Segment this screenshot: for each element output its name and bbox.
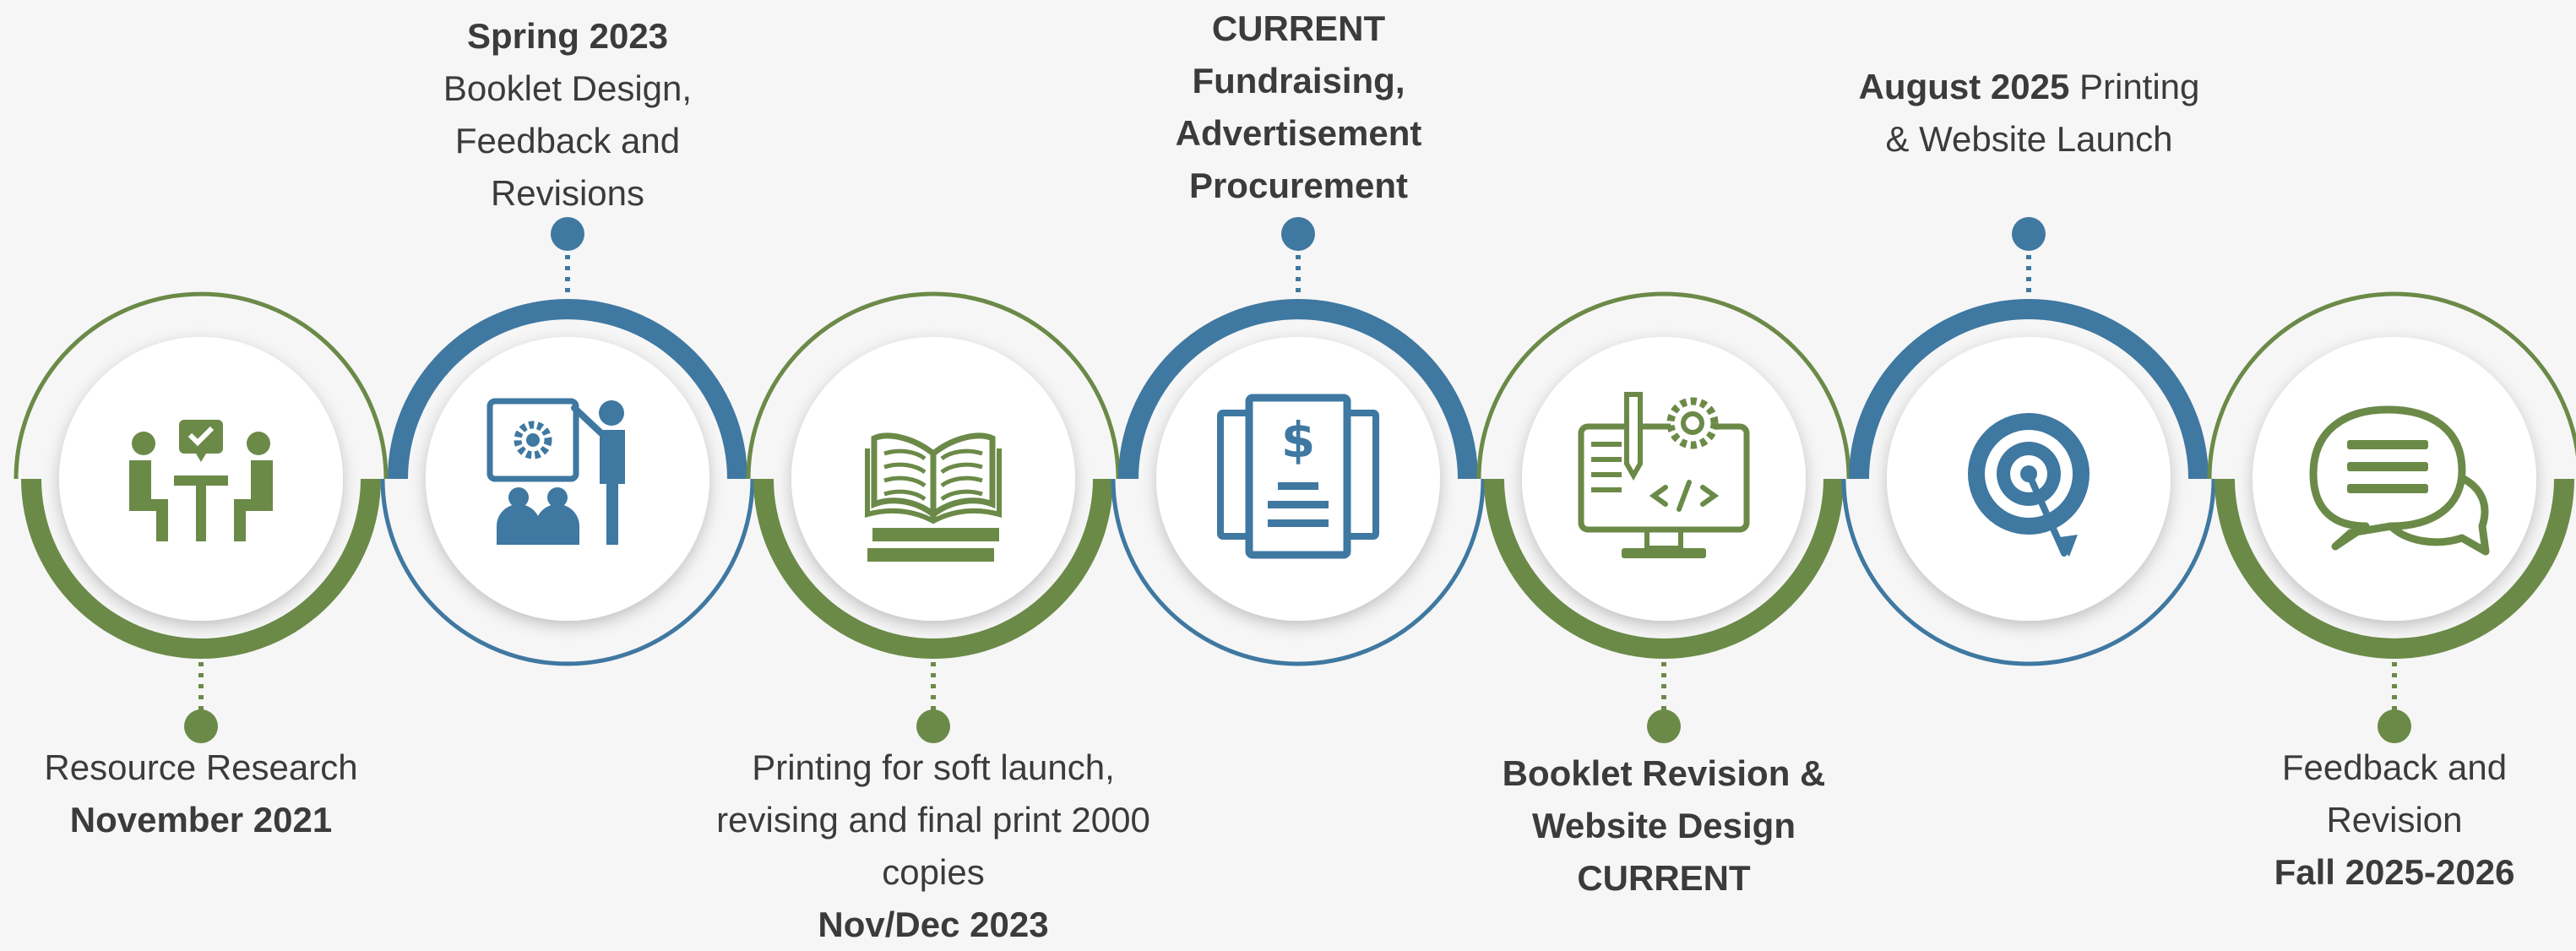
milestone-4-band [1118, 299, 1478, 479]
web-design-icon [1578, 392, 1750, 558]
open-book-icon [865, 432, 1002, 562]
milestone-5-dot [1647, 709, 1681, 743]
milestone-1-outline-arc [14, 291, 389, 480]
milestone-7-band [2215, 479, 2574, 659]
label-line: & Website Launch [1816, 113, 2242, 166]
milestone-6-dot [2012, 217, 2046, 251]
milestone-6-label: August 2025 Printing & Website Launch [1816, 61, 2242, 166]
chat-icon [2309, 405, 2490, 556]
label-line: Feedback and [365, 115, 770, 167]
label-text: Feedback and [454, 121, 681, 160]
milestone-4-dot [1281, 217, 1315, 251]
milestone-1-dot [184, 709, 218, 743]
label-line: Spring 2023 [365, 10, 770, 62]
label-text: Revision [2326, 800, 2463, 840]
milestone-5-outline-arc [1476, 291, 1851, 480]
label-text: Booklet Design, [443, 68, 693, 108]
milestone-3-band [753, 479, 1113, 659]
label-text: & Website Launch [1885, 119, 2173, 159]
label-line: revising and final print 2000 [676, 794, 1191, 846]
target-icon [1968, 413, 2090, 557]
milestone-1-band [21, 479, 381, 659]
label-emphasis: CURRENT [1211, 8, 1386, 48]
label-line: Fall 2025-2026 [2213, 846, 2576, 899]
label-text: Printing for soft launch, [752, 747, 1115, 787]
label-line: Revisions [365, 167, 770, 220]
milestone-2-dot [551, 217, 584, 251]
label-line: Printing for soft launch, [676, 742, 1191, 794]
label-text: Printing [2069, 67, 2200, 106]
label-line: November 2021 [24, 794, 378, 846]
label-emphasis: November 2021 [69, 800, 333, 840]
milestone-3-dot [916, 709, 950, 743]
label-line: Booklet Design, [365, 62, 770, 115]
milestone-5-band [1484, 479, 1844, 659]
invoice-icon: $ [1217, 394, 1379, 559]
milestone-5-circle [1522, 337, 1806, 621]
label-emphasis: August 2025 [1858, 67, 2070, 106]
milestone-7-outline-arc [2207, 291, 2576, 480]
meeting-icon [129, 420, 273, 541]
label-line: Procurement [1090, 160, 1508, 212]
label-line: Feedback and [2213, 742, 2576, 794]
label-text: Resource Research [44, 747, 358, 787]
milestone-7-circle [2253, 337, 2536, 621]
label-emphasis: Website Design [1532, 806, 1796, 845]
label-text: Revisions [490, 173, 645, 213]
label-text: Feedback and [2281, 747, 2508, 787]
presentation-icon [486, 398, 625, 545]
milestone-4-outline-arc [1111, 478, 1486, 666]
milestone-6-band [1849, 299, 2209, 479]
label-text: revising and final print 2000 [716, 800, 1150, 840]
label-emphasis: Fundraising, [1192, 61, 1405, 101]
milestone-3-label: Printing for soft launch, revising and fi… [676, 742, 1191, 951]
label-line: Booklet Revision & [1470, 747, 1858, 800]
label-line: CURRENT [1470, 852, 1858, 905]
milestone-6-outline-arc [1841, 478, 2216, 666]
label-line: Website Design [1470, 800, 1858, 852]
label-emphasis: Fall 2025-2026 [2274, 852, 2515, 892]
milestone-3-outline-arc [746, 291, 1121, 480]
label-line: copies [676, 846, 1191, 899]
label-line: CURRENT [1090, 3, 1508, 55]
label-line: Revision [2213, 794, 2576, 846]
label-emphasis: CURRENT [1577, 858, 1751, 898]
label-line: Resource Research [24, 742, 378, 794]
label-line: August 2025 Printing [1816, 61, 2242, 113]
label-emphasis: Procurement [1188, 166, 1409, 205]
label-emphasis: Booklet Revision & [1502, 753, 1826, 793]
milestone-7-dot [2378, 709, 2411, 743]
milestone-2-band [388, 299, 747, 479]
label-line: Fundraising, [1090, 55, 1508, 107]
label-emphasis: Nov/Dec 2023 [818, 905, 1049, 944]
svg-text:$: $ [1281, 411, 1315, 469]
label-text: copies [882, 852, 985, 892]
milestone-2-outline-arc [380, 478, 755, 666]
label-line: Nov/Dec 2023 [676, 899, 1191, 951]
label-emphasis: Spring 2023 [466, 16, 669, 56]
label-line: Advertisement [1090, 107, 1508, 160]
label-emphasis: Advertisement [1175, 113, 1422, 153]
